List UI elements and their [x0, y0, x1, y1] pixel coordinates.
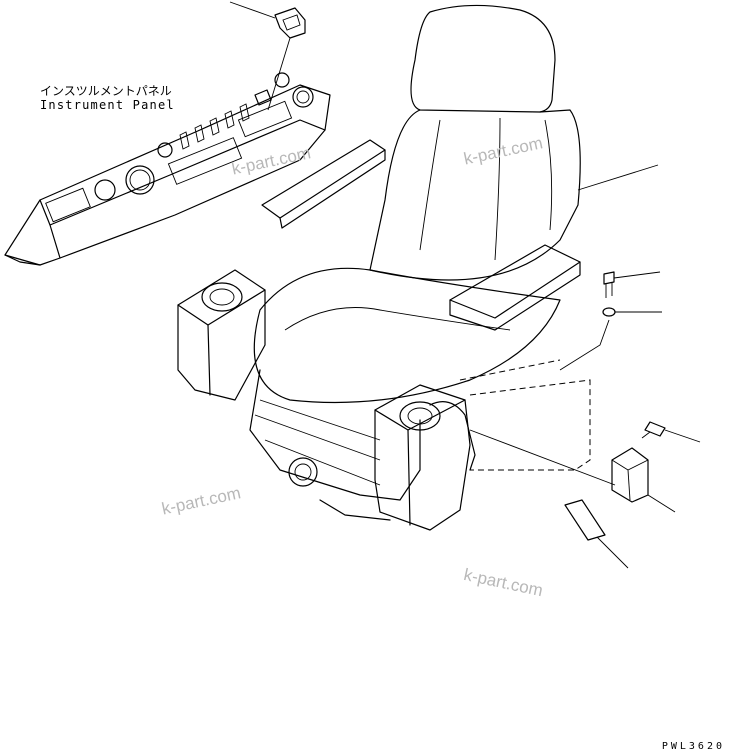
switch-bracket — [611, 447, 676, 513]
right-console — [374, 359, 616, 531]
instrument-panel-label-jp: インスツルメントパネル — [40, 84, 172, 98]
drawing-number: PWL3620 — [661, 741, 725, 752]
instrument-panel-label-en: Instrument Panel — [40, 98, 175, 112]
left-console — [177, 269, 266, 401]
operator-seat — [249, 4, 659, 521]
bolt — [603, 271, 661, 298]
screw — [641, 421, 701, 443]
rocker-switch — [229, 1, 306, 111]
cover-plate — [564, 499, 629, 569]
washer — [559, 307, 662, 371]
instrument-panel — [4, 72, 331, 266]
